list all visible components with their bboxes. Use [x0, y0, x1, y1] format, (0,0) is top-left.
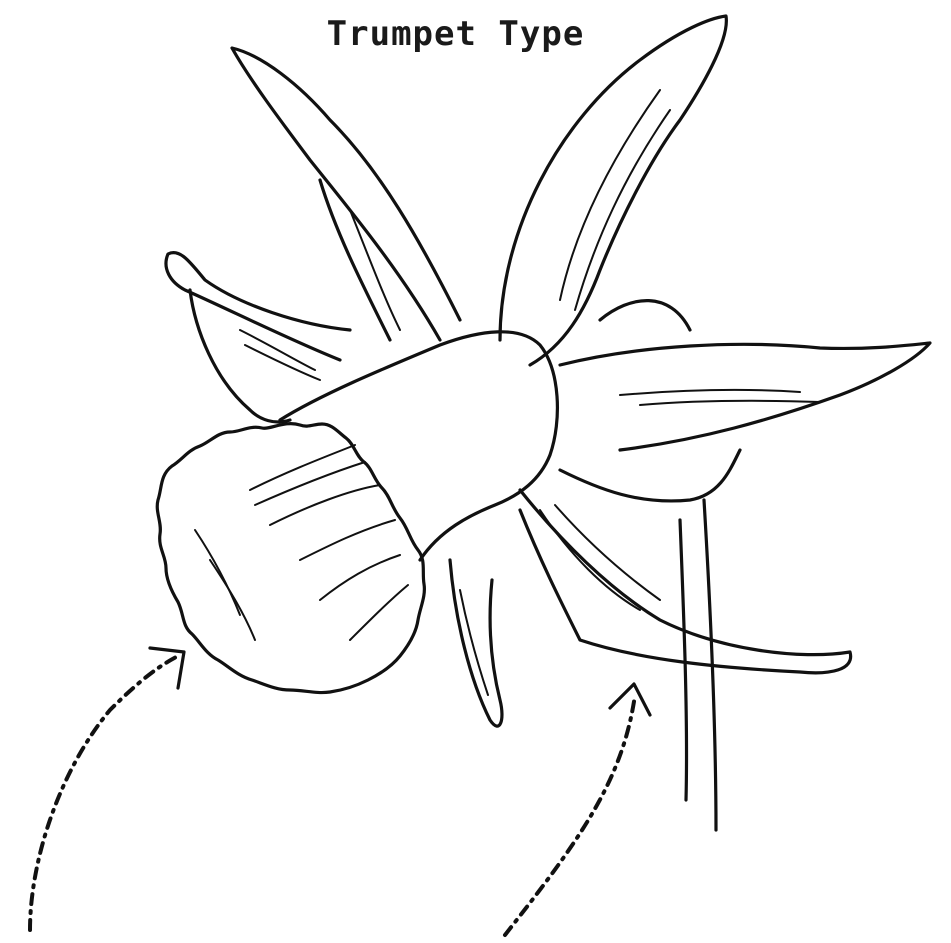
arrow-to-corona — [30, 648, 184, 930]
corona-ruffle — [157, 424, 424, 693]
arrow-to-perianth — [505, 684, 650, 935]
petal-right — [560, 301, 930, 501]
corona-tube — [280, 332, 557, 560]
petal-top-left — [232, 48, 460, 340]
petal-lower-center — [450, 560, 502, 726]
petal-top-right — [500, 16, 726, 365]
